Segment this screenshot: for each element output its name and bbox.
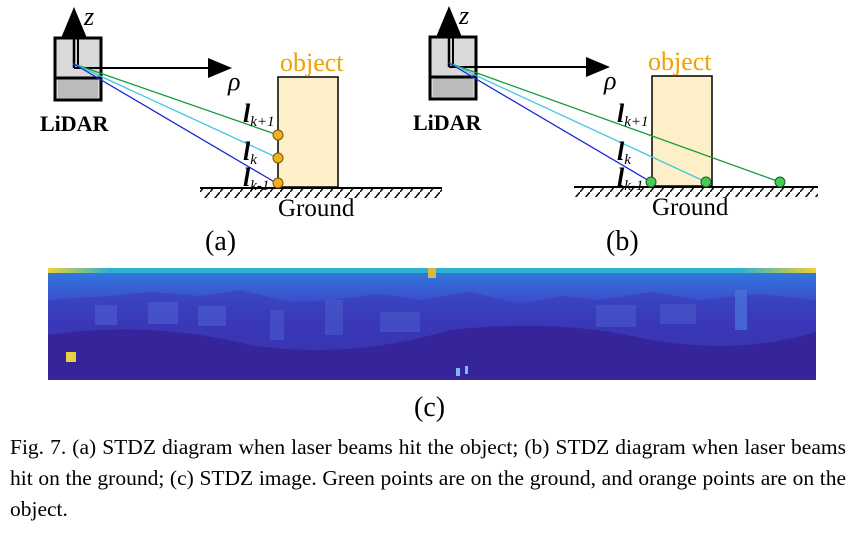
z-axis-label: z: [83, 2, 94, 31]
rho-axis-label: ρ: [603, 66, 616, 95]
beam-label-k: lk: [617, 137, 631, 168]
object-box: [277, 76, 339, 188]
lidar-label: LiDAR: [413, 110, 483, 135]
lidar-label: LiDAR: [40, 111, 110, 136]
panel-a: object Ground LiDAR z ρ lk+1 lk: [40, 2, 442, 257]
object-label: object: [648, 47, 712, 76]
ground: [574, 186, 818, 197]
object-label: object: [280, 48, 344, 77]
beam-label-k-minus-1: lk-1: [243, 163, 269, 194]
ground-point-k-plus-1: [774, 176, 786, 188]
figure-caption: Fig. 7. (a) STDZ diagram when laser beam…: [10, 432, 846, 525]
stdz-image: [48, 268, 816, 380]
sublabel-c: (c): [414, 392, 445, 423]
sublabel-b: (b): [606, 226, 639, 257]
object-point-k: [272, 152, 284, 164]
beam-k-minus-1: [448, 62, 652, 183]
beam-k: [73, 63, 279, 159]
rho-axis-label: ρ: [227, 67, 240, 96]
ground-label: Ground: [278, 195, 355, 222]
beam-k-minus-1: [73, 63, 279, 185]
object-box: [651, 75, 713, 187]
caption-text: Fig. 7. (a) STDZ diagram when laser beam…: [10, 435, 846, 521]
object-point-k-minus-1: [272, 177, 284, 189]
sublabel-a: (a): [205, 226, 236, 257]
object-point-k-plus-1: [272, 129, 284, 141]
beam-k-plus-1: [73, 63, 279, 136]
beam-label-k-plus-1: lk+1: [617, 99, 649, 130]
ground-label: Ground: [652, 194, 729, 221]
beam-label-k-minus-1: lk-1: [617, 163, 643, 194]
ground-point-k: [700, 176, 712, 188]
beam-k: [448, 62, 707, 183]
beam-k-plus-1: [448, 62, 781, 183]
beam-label-k-plus-1: lk+1: [243, 99, 275, 130]
z-axis-label: z: [458, 1, 469, 30]
panel-b: object Ground LiDAR z ρ lk+1 lk lk-1: [413, 1, 818, 257]
beam-label-k: lk: [243, 137, 257, 168]
ground: [200, 187, 442, 198]
ground-point-k-minus-1: [645, 176, 657, 188]
